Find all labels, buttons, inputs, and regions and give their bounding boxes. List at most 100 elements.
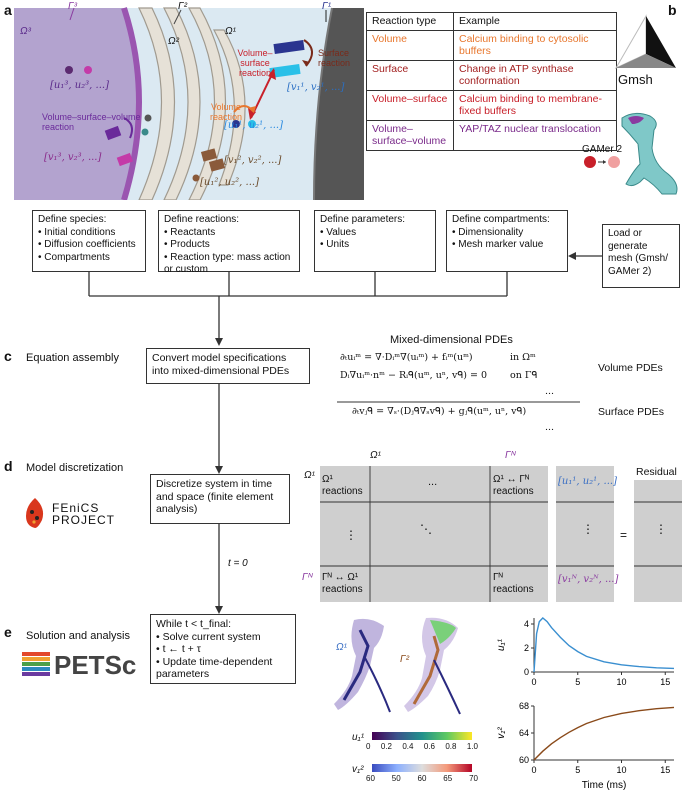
volume-pde-eq1: ∂ₜuᵢᵐ = ∇·Dᵢᵐ∇(uᵢᵐ) + fᵢᵐ(uᵐ) — [340, 352, 473, 363]
colorbar-tick: 70 — [469, 774, 478, 783]
x-tick-label: 15 — [660, 677, 670, 687]
colorbar-tick: 0 — [366, 742, 371, 751]
colorbar-tick: 0.4 — [402, 742, 414, 751]
jacobian-matrix — [320, 466, 548, 602]
surface-pdes-label: Surface PDEs — [598, 406, 664, 418]
residual-vector — [634, 480, 682, 602]
reaction-example-cell: Calcium binding to membrane-fixed buffer… — [453, 89, 617, 121]
vsv-reaction-label: Volume–surface–volume reaction — [42, 112, 141, 132]
cell-omega-gamma-reactions: Ω¹ ↔ Γᴺ reactions — [493, 474, 534, 497]
x-tick-label: 15 — [660, 765, 670, 775]
colorbar-tick: 65 — [443, 774, 453, 783]
gamer-mesh-icon — [621, 112, 678, 195]
x-tick-label: 0 — [531, 765, 536, 775]
volume-reaction-label: Volume reaction — [209, 102, 243, 122]
y-tick-label: 60 — [519, 755, 529, 765]
colorbar-u-ticks: 0 0.2 0.4 0.6 0.8 1.0 — [366, 742, 478, 751]
gamer-label: GAMer 2 — [582, 144, 623, 155]
time-loop-title: While t < t_final: — [156, 618, 231, 630]
define-reactions-box: Define reactions: Reactants Products Rea… — [158, 210, 300, 275]
discretize-box: Discretize system in time and space (fin… — [150, 474, 290, 524]
pde-ellipsis: ... — [545, 422, 555, 433]
list-item: Reaction type: mass action or custom — [164, 252, 294, 277]
matrix-col-omega1: Ω¹ — [370, 450, 381, 461]
list-item: t ← t + τ — [156, 643, 290, 656]
define-species-box: Define species: Initial conditions Diffu… — [32, 210, 146, 272]
surface-reaction-label: Surface reaction — [318, 48, 351, 68]
convert-model-text: Convert model specifications into mixed-… — [152, 352, 290, 377]
mesh-box: Load or generate mesh (Gmsh/ GAMer 2) — [602, 224, 680, 288]
list-item: Solve current system — [156, 631, 290, 644]
matrix-dots-h: ... — [428, 476, 438, 488]
define-reactions-title: Define reactions: — [164, 214, 240, 225]
simulation-renderings — [334, 617, 461, 715]
reaction-example-cell: Change in ATP synthase conformation — [453, 59, 617, 91]
x-axis-label: Time (ms) — [582, 780, 627, 790]
colorbar-v — [372, 764, 472, 772]
cell-gamma-reactions: Γᴺ reactions — [493, 572, 534, 595]
discretize-text: Discretize system in time and space (fin… — [156, 478, 274, 515]
list-item: Compartments — [38, 252, 140, 265]
omega3-region — [14, 8, 139, 200]
pde-title: Mixed-dimensional PDEs — [390, 334, 513, 346]
solution-analysis-title: Solution and analysis — [26, 630, 130, 642]
omega1-label: Ω¹ — [225, 26, 236, 37]
residual-dots-v: ⋮ — [655, 522, 667, 536]
matrix-dots-v: ⋮ — [345, 528, 357, 542]
volume-pde-eq2: Dᵢ∇uᵢᵐ·nᵐ − Rᵢᑫ(uᵐ, uⁿ, vᑫ) = 0 — [340, 370, 488, 381]
colorbar-u-label: u₁¹ — [352, 732, 365, 743]
x-tick-label: 5 — [575, 765, 580, 775]
fenics-label: FEniCS PROJECT — [52, 501, 116, 527]
x-tick-label: 0 — [531, 677, 536, 687]
gmsh-label: Gmsh — [618, 72, 653, 87]
reaction-type-cell: Volume–surface–volume — [366, 119, 454, 151]
matrix-gridlines — [320, 466, 682, 602]
fenics-logo-icon — [26, 498, 44, 528]
list-item: Initial conditions — [38, 227, 140, 240]
gamma3-left-label: Γ³ — [68, 1, 78, 12]
x-tick-label: 5 — [575, 677, 580, 687]
cell-omega-reactions: Ω¹ reactions — [322, 474, 363, 497]
t0-label: t = 0 — [228, 558, 248, 569]
list-item: Update time-dependent parameters — [156, 656, 290, 681]
omega3-label: Ω³ — [20, 26, 31, 37]
colorbar-tick: 60 — [417, 774, 427, 783]
colorbar-u — [372, 732, 472, 740]
gamma1-label: Γ¹ — [322, 1, 332, 12]
u3-species-label: [u₁³, u₂³, ...] — [50, 80, 109, 91]
vec-dots-v: ⋮ — [582, 522, 594, 536]
time-loop-box: While t < t_final: Solve current system … — [150, 614, 296, 684]
gamma3-membrane — [121, 7, 142, 200]
table-row: Volume–surface–volume YAP/TAZ nuclear tr… — [366, 119, 617, 151]
y-tick-label: 2 — [524, 643, 529, 653]
x-tick-label: 10 — [616, 765, 626, 775]
colorbar-tick: 0.8 — [445, 742, 457, 751]
matrix-col-gammaN: Γᴺ — [505, 450, 516, 461]
list-item: Diffusion coefficients — [38, 239, 140, 252]
surface-pde-eq3: ∂ₜvⱼᑫ = ∇ₛ·(Dⱼᑫ∇ₛvᑫ) + gⱼᑫ(uᵐ, uⁿ, vᑫ) — [352, 406, 527, 417]
y-tick-label: 64 — [519, 728, 529, 738]
cell-compartments-illustration — [14, 7, 364, 200]
define-parameters-title: Define parameters: — [320, 214, 406, 225]
v2-species-label: [v₁², v₂², ...] — [224, 155, 282, 166]
omega2-region — [138, 7, 246, 200]
y-tick-label: 4 — [524, 619, 529, 629]
vol-surf-reaction-label: Volume–surface reaction — [237, 48, 273, 78]
colorbar-tick: 0.2 — [380, 742, 392, 751]
mesh-box-text: Load or generate mesh (Gmsh/ GAMer 2) — [608, 228, 669, 277]
series-line — [533, 617, 675, 673]
panel-c-letter: c — [4, 348, 12, 364]
define-compartments-title: Define compartments: — [452, 214, 550, 225]
v1-species-label: [v₁¹, v₂¹, ...] — [287, 82, 345, 93]
y-axis-label: u₁¹ — [496, 638, 507, 651]
pde-ellipsis: ... — [545, 386, 555, 397]
colorbar-tick: 1.0 — [466, 742, 478, 751]
panel-b-letter: b — [668, 2, 677, 18]
table-header-type: Reaction type — [366, 12, 454, 31]
define-parameters-box: Define parameters: Values Units — [314, 210, 436, 272]
vec-bot-label: [v₁ᴺ, v₂ᴺ, ...] — [558, 574, 619, 585]
list-item: Products — [164, 239, 294, 252]
cell-gamma-omega-reactions: Γᴺ ↔ Ω¹ reactions — [322, 572, 363, 595]
u2-species-label: [u₁², u₂², ...] — [200, 177, 259, 188]
